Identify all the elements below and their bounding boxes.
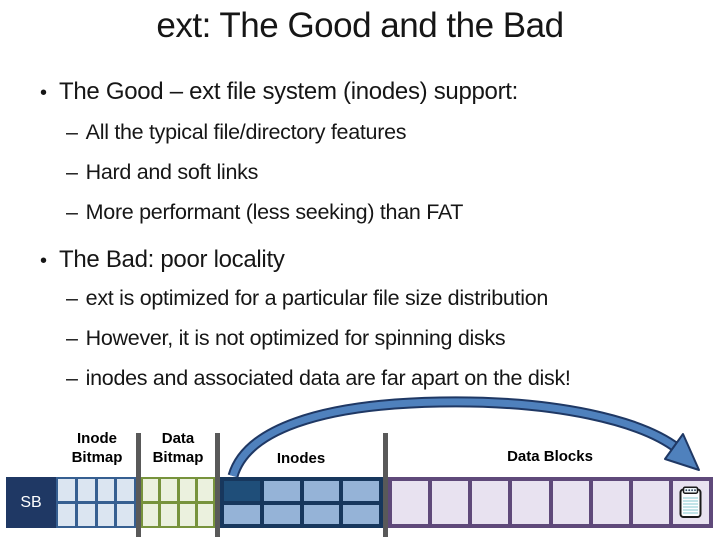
sub-bullet-performant-text: More performant (less seeking) than FAT	[85, 200, 464, 224]
bitmap-cell	[117, 479, 134, 501]
sub-bullet-links-text: Hard and soft links	[85, 160, 259, 184]
data-bitmap-label: Data Bitmap	[132, 429, 224, 467]
sub-bullet-features: – All the typical file/directory feature…	[66, 120, 406, 145]
inode-bitmap-segment	[56, 477, 136, 528]
bitmap-cell	[117, 504, 134, 526]
inode-bitmap-label: Inode Bitmap	[51, 429, 143, 467]
bitmap-cell	[197, 479, 213, 501]
inode-cell-highlighted	[224, 481, 260, 501]
data-blocks-label: Data Blocks	[507, 448, 593, 465]
dash-icon: –	[66, 366, 78, 390]
page-title: ext: The Good and the Bad	[156, 6, 564, 45]
data-block-cell	[632, 481, 669, 524]
data-block-cell	[512, 481, 549, 524]
inode-cell	[263, 481, 300, 501]
bitmap-cell	[179, 479, 195, 501]
locality-arrow-head	[664, 433, 700, 471]
bitmap-cell	[97, 504, 115, 526]
bitmap-cell	[77, 504, 95, 526]
bullet-the-good: • The Good – ext file system (inodes) su…	[40, 78, 518, 108]
data-block-cell	[472, 481, 509, 524]
inode-cell	[303, 481, 340, 501]
bitmap-cell	[58, 504, 75, 526]
sub-bullet-far-apart: – inodes and associated data are far apa…	[66, 366, 571, 391]
data-bitmap-segment	[141, 477, 215, 528]
data-block-cell-with-file	[672, 481, 709, 524]
data-bitmap-label-line2: Bitmap	[152, 449, 204, 466]
sub-bullet-performant: – More performant (less seeking) than FA…	[66, 200, 463, 225]
bitmap-cell	[197, 504, 213, 526]
dash-icon: –	[66, 326, 78, 350]
bitmap-cell	[161, 504, 177, 526]
sub-bullet-links: – Hard and soft links	[66, 160, 258, 185]
data-block-cell	[432, 481, 469, 524]
bitmap-cell	[161, 479, 177, 501]
sub-bullet-distribution: – ext is optimized for a particular file…	[66, 286, 548, 311]
sub-bullet-far-apart-text: inodes and associated data are far apart…	[85, 366, 571, 390]
bullet-dot-icon: •	[40, 250, 47, 272]
dash-icon: –	[66, 286, 78, 310]
segment-divider	[383, 433, 388, 537]
inode-cell	[263, 504, 300, 524]
inodes-segment	[220, 477, 383, 528]
bitmap-cell	[77, 479, 95, 501]
file-icon	[679, 486, 702, 518]
sub-bullet-distribution-text: ext is optimized for a particular file s…	[85, 286, 549, 310]
sub-bullet-spinning-text: However, it is not optimized for spinnin…	[85, 326, 506, 350]
sub-bullet-features-text: All the typical file/directory features	[85, 120, 407, 144]
data-block-cell	[592, 481, 629, 524]
sub-bullet-spinning: – However, it is not optimized for spinn…	[66, 326, 506, 351]
inode-cell	[303, 504, 340, 524]
data-bitmap-label-line1: Data	[161, 430, 195, 447]
bullet-dot-icon: •	[40, 82, 47, 104]
bitmap-cell	[179, 504, 195, 526]
bitmap-cell	[58, 479, 75, 501]
bullet-the-bad: • The Bad: poor locality	[40, 246, 285, 276]
inode-bitmap-label-line1: Inode	[77, 430, 117, 447]
bullet-the-good-text: The Good – ext file system (inodes) supp…	[59, 78, 519, 105]
segment-divider	[215, 433, 220, 537]
superblock-label: SB	[20, 493, 42, 511]
dash-icon: –	[66, 160, 78, 184]
inode-cell	[343, 481, 379, 501]
dash-icon: –	[66, 200, 78, 224]
dash-icon: –	[66, 120, 78, 144]
inode-bitmap-label-line2: Bitmap	[71, 449, 123, 466]
inodes-label: Inodes	[276, 450, 326, 467]
segment-divider	[136, 433, 141, 537]
data-block-cell	[392, 481, 429, 524]
inode-cell	[224, 504, 260, 524]
superblock-segment: SB	[6, 477, 56, 528]
data-blocks-segment	[388, 477, 713, 528]
bitmap-cell	[143, 504, 159, 526]
inode-cell	[343, 504, 379, 524]
data-block-cell	[552, 481, 589, 524]
bitmap-cell	[143, 479, 159, 501]
bullet-the-bad-text: The Bad: poor locality	[59, 246, 285, 273]
bitmap-cell	[97, 479, 115, 501]
